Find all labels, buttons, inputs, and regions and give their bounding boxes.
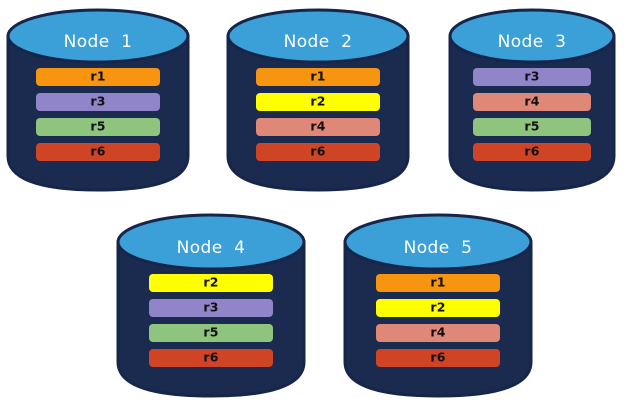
record-stack: r1 r2 r4 r6: [343, 274, 533, 374]
database-node-2[interactable]: Node 2 r1 r2 r4 r6: [226, 6, 410, 192]
record-label: r2: [310, 93, 326, 109]
record-bar[interactable]: r3: [149, 299, 273, 317]
record-bar[interactable]: r5: [473, 118, 591, 136]
record-bar[interactable]: r4: [473, 93, 591, 111]
record-label: r3: [524, 68, 540, 84]
record-label: r6: [430, 349, 446, 365]
record-stack: r1 r3 r5 r6: [6, 68, 190, 168]
record-label: r2: [430, 299, 446, 315]
database-node-3[interactable]: Node 3 r3 r4 r5 r6: [448, 6, 616, 192]
record-bar[interactable]: r3: [473, 68, 591, 86]
record-bar[interactable]: r6: [36, 143, 160, 161]
record-label: r6: [90, 143, 106, 159]
record-bar[interactable]: r6: [376, 349, 500, 367]
record-bar[interactable]: r4: [376, 324, 500, 342]
record-label: r6: [310, 143, 326, 159]
record-label: r1: [90, 68, 106, 84]
record-bar[interactable]: r5: [36, 118, 160, 136]
record-bar[interactable]: r6: [149, 349, 273, 367]
record-bar[interactable]: r6: [473, 143, 591, 161]
record-label: r4: [310, 118, 326, 134]
database-node-1[interactable]: Node 1 r1 r3 r5 r6: [6, 6, 190, 192]
record-bar[interactable]: r1: [376, 274, 500, 292]
record-label: r1: [430, 274, 446, 290]
record-label: r3: [203, 299, 219, 315]
record-stack: r2 r3 r5 r6: [116, 274, 306, 374]
record-label: r5: [203, 324, 219, 340]
record-stack: r1 r2 r4 r6: [226, 68, 410, 168]
record-bar[interactable]: r2: [256, 93, 380, 111]
database-node-4[interactable]: Node 4 r2 r3 r5 r6: [116, 210, 306, 398]
record-bar[interactable]: r3: [36, 93, 160, 111]
record-label: r1: [310, 68, 326, 84]
record-bar[interactable]: r2: [376, 299, 500, 317]
record-label: r4: [524, 93, 540, 109]
record-bar[interactable]: r6: [256, 143, 380, 161]
record-bar[interactable]: r1: [36, 68, 160, 86]
record-stack: r3 r4 r5 r6: [448, 68, 616, 168]
record-bar[interactable]: r5: [149, 324, 273, 342]
record-label: r4: [430, 324, 446, 340]
record-label: r6: [203, 349, 219, 365]
record-label: r6: [524, 143, 540, 159]
record-bar[interactable]: r4: [256, 118, 380, 136]
record-label: r5: [524, 118, 540, 134]
database-node-5[interactable]: Node 5 r1 r2 r4 r6: [343, 210, 533, 398]
record-label: r5: [90, 118, 106, 134]
record-label: r2: [203, 274, 219, 290]
record-bar[interactable]: r1: [256, 68, 380, 86]
record-label: r3: [90, 93, 106, 109]
record-bar[interactable]: r2: [149, 274, 273, 292]
